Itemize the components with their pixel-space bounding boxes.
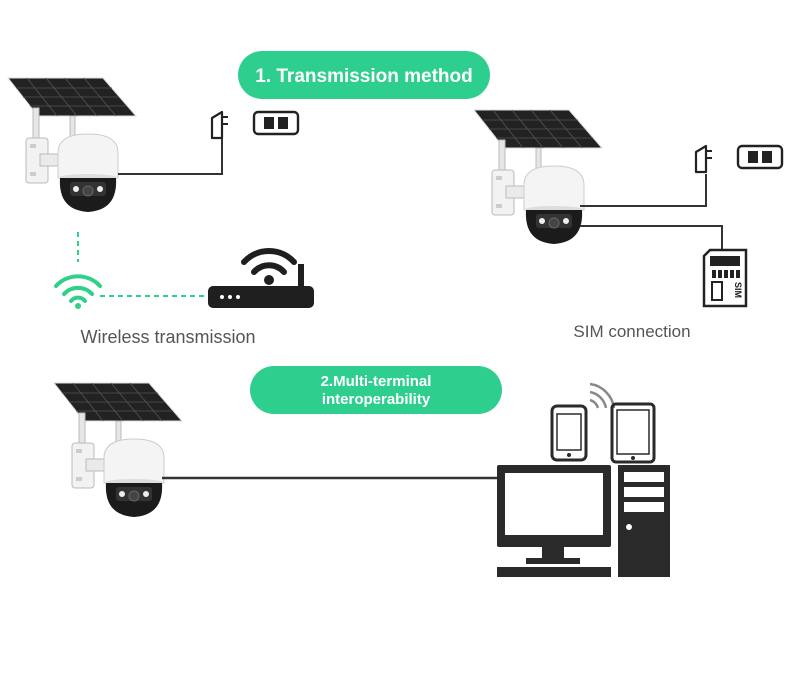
signal-icon (589, 382, 616, 409)
router-icon (208, 248, 314, 308)
sim-cable (580, 225, 723, 250)
power-cable (580, 174, 707, 207)
transmission-title-pill: 1. Transmission method (238, 51, 490, 99)
power-cable (118, 138, 223, 175)
solar-camera-icon (7, 77, 137, 213)
wireless-caption: Wireless transmission (80, 327, 255, 347)
interoperability-title-pill: 2.Multi-terminal interoperability (250, 366, 502, 414)
power-adapter-icon (210, 110, 300, 140)
wifi-icon (54, 274, 102, 309)
sim-card-icon: SIM (702, 248, 748, 308)
smartphone-icon (550, 404, 588, 462)
interoperability-title-line2: interoperability (322, 391, 431, 408)
solar-camera-icon (473, 109, 603, 245)
tablet-icon (610, 402, 656, 464)
transmission-title: 1. Transmission method (255, 66, 473, 87)
sim-card-label: SIM (733, 282, 743, 298)
power-adapter-icon (694, 144, 784, 174)
interoperability-title-line1: 2.Multi-terminal (321, 373, 432, 390)
sim-caption: SIM connection (573, 322, 690, 341)
solar-camera-icon (53, 382, 183, 518)
desktop-computer-icon (497, 465, 670, 577)
